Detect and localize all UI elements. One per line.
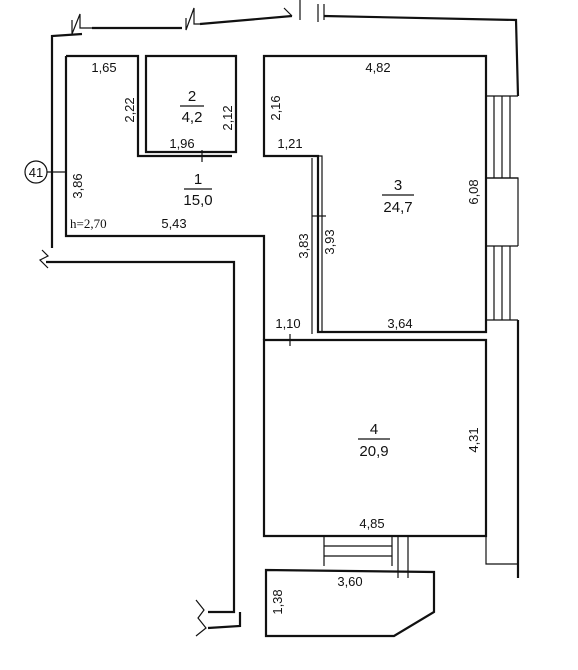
dim-4-85: 4,85 bbox=[359, 516, 384, 531]
dim-1-38: 1,38 bbox=[270, 589, 285, 614]
outer-walls bbox=[46, 14, 520, 630]
dim-1-96: 1,96 bbox=[169, 136, 194, 151]
room-labels: 2 4,2 1 15,0 3 24,7 4 20,9 bbox=[180, 88, 414, 460]
room-4-area: 20,9 bbox=[359, 443, 388, 460]
dim-3-86: 3,86 bbox=[70, 173, 85, 198]
axis-marker: 41 bbox=[24, 160, 66, 184]
dim-6-08: 6,08 bbox=[466, 179, 481, 204]
dim-3-93: 3,93 bbox=[322, 229, 337, 254]
break-markers bbox=[38, 0, 325, 637]
window-room-3-upper bbox=[486, 95, 518, 179]
dim-5-43: 5,43 bbox=[161, 216, 186, 231]
door-markers bbox=[201, 150, 326, 346]
dim-3-83: 3,83 bbox=[296, 233, 311, 258]
dim-4-31: 4,31 bbox=[466, 427, 481, 452]
room-3-outline bbox=[262, 54, 488, 334]
room-3-area: 24,7 bbox=[383, 199, 412, 216]
window-room-3-lower bbox=[486, 177, 519, 321]
dim-2-12: 2,12 bbox=[220, 105, 235, 130]
dim-3-64: 3,64 bbox=[387, 316, 412, 331]
dim-4-82: 4,82 bbox=[365, 60, 390, 75]
room-4-number: 4 bbox=[370, 421, 378, 438]
dim-1-10: 1,10 bbox=[275, 316, 300, 331]
dim-2-22: 2,22 bbox=[122, 97, 137, 122]
dimension-labels: 1,65 2,22 2,12 1,96 3,86 h=2,70 5,43 4,8… bbox=[70, 60, 481, 615]
dim-1-65: 1,65 bbox=[91, 60, 116, 75]
room-4-outline bbox=[262, 338, 488, 538]
axis-marker-label: 41 bbox=[29, 165, 43, 180]
room-2-number: 2 bbox=[188, 88, 196, 105]
balcony bbox=[264, 536, 518, 638]
ceiling-height: h=2,70 bbox=[70, 216, 107, 231]
dim-3-60: 3,60 bbox=[337, 574, 362, 589]
room-1-number: 1 bbox=[194, 171, 202, 188]
room-1-outline bbox=[64, 54, 266, 340]
dim-2-16: 2,16 bbox=[268, 95, 283, 120]
room-1-area: 15,0 bbox=[183, 192, 212, 209]
room-2-outline bbox=[144, 54, 238, 154]
room-2-area: 4,2 bbox=[182, 109, 203, 126]
dim-1-21: 1,21 bbox=[277, 136, 302, 151]
room-3-number: 3 bbox=[394, 177, 402, 194]
